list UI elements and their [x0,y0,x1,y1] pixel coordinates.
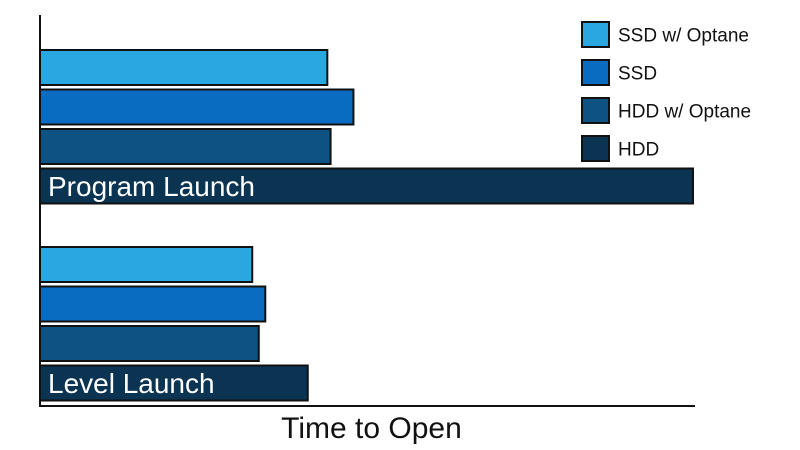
legend-label: SSD w/ Optane [618,26,749,47]
legend-item: SSD [581,59,657,86]
legend-item: HDD w/ Optane [581,97,751,124]
bar-level-launch-hdd-w-optane [39,325,260,362]
legend-label: HDD w/ Optane [618,102,751,123]
category-label: Program Launch [48,171,255,202]
legend-item: HDD [581,135,659,162]
legend-label: SSD [618,64,657,85]
bars-layer [39,49,694,402]
bar-program-launch-ssd [39,88,355,126]
category-label: Level Launch [48,368,215,399]
bar-level-launch-ssd [39,285,267,323]
legend-swatch [581,21,610,48]
legend-swatch [581,135,610,162]
x-axis-title: Time to Open [281,412,462,445]
legend-item: SSD w/ Optane [581,21,749,48]
bar-level-launch-ssd-w-optane [39,246,254,283]
bar-program-launch-ssd-w-optane [39,49,329,86]
legend-label: HDD [618,140,659,161]
legend-swatch [581,59,610,86]
bar-program-launch-hdd-w-optane [39,128,332,165]
legend-swatch [581,97,610,124]
bar-program-launch-hdd [39,167,694,205]
